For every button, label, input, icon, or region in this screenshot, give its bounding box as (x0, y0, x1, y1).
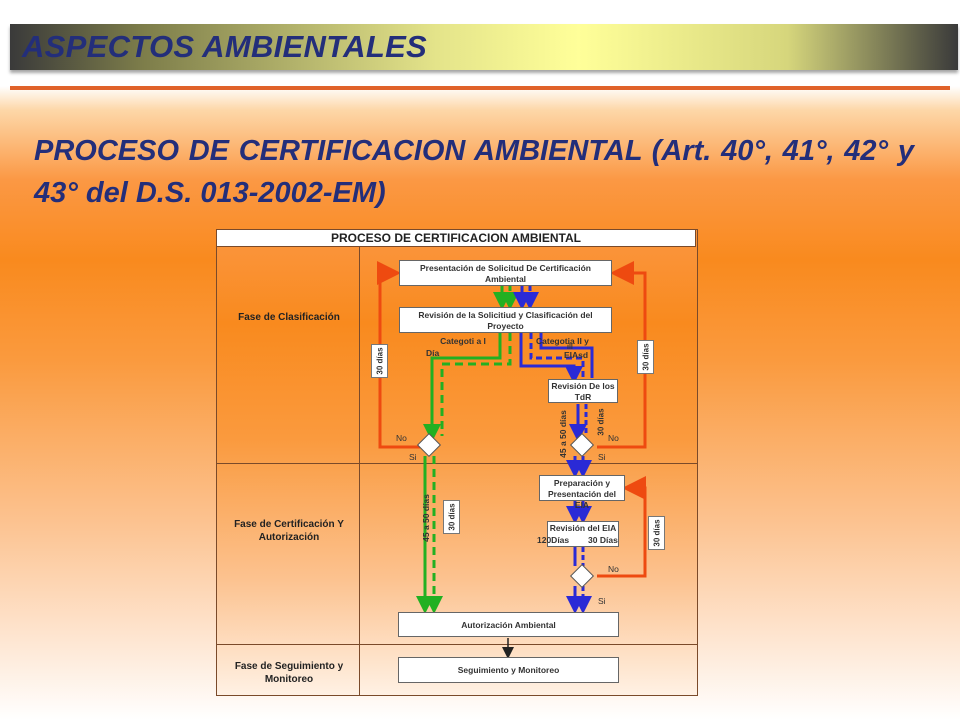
tag-30-dias: 30 días (371, 344, 388, 378)
label-ill: ill (567, 344, 573, 351)
label-si: Si (598, 596, 606, 606)
box-revision-eia: Revisión del EIA (547, 521, 619, 547)
box-seguimiento: Seguimiento y Monitoreo (398, 657, 619, 683)
tag-30-dias: 30 días (596, 408, 605, 436)
revision-eia-days: 120Días 30 Días (537, 535, 618, 545)
diagram-title: PROCESO DE CERTIFICACION AMBIENTAL (216, 229, 696, 247)
label-no: No (396, 433, 407, 443)
phase-seguimiento: Fase de Seguimiento y Monitoreo (234, 661, 344, 685)
tag-30-dias: 30 días (648, 516, 665, 550)
label-45-50-dias: 45 a 50 días (558, 410, 568, 458)
box-autorizacion: Autorización Ambiental (398, 612, 619, 637)
page-title: ASPECTOS AMBIENTALES (22, 29, 428, 64)
label-si: Si (409, 452, 417, 462)
phase-column-divider (359, 247, 360, 695)
label-categoria-i: Categoti a I (440, 336, 486, 346)
label-dia: Día (426, 348, 440, 358)
box-presentacion-solicitud: Presentación de Solicitud De Certificaci… (399, 260, 612, 286)
slide-subtitle: PROCESO DE CERTIFICACION AMBIENTAL (Art.… (34, 135, 914, 209)
title-bar: ASPECTOS AMBIENTALES (10, 24, 958, 70)
revision-eia-title: Revisión del EIA (549, 523, 617, 533)
phase-divider (216, 644, 697, 645)
label-no: No (608, 564, 619, 574)
box-preparacion-eia: Preparación y Presentación del EIA (539, 475, 625, 510)
tag-30-dias: 30 días (443, 500, 460, 534)
label-no: No (608, 433, 619, 443)
label-45-50-dias: 45 a 50 días (421, 494, 431, 542)
label-categoria-ii: Categotia II y (536, 336, 589, 346)
divider-rule (10, 86, 950, 90)
phase-certificacion: Fase de Certificación Y Autorización (234, 519, 344, 543)
tag-30-dias: 30 días (637, 340, 654, 374)
label-si: Si (598, 452, 606, 462)
box-revision-solicitud: Revisión de la Solicitiud y Clasificació… (399, 307, 612, 333)
phase-clasificacion: Fase de Clasificación (238, 312, 340, 323)
phase-divider (216, 463, 697, 464)
label-eiasd: EIAsd (564, 350, 589, 360)
box-revision-tdr: Revisión De los TdR (548, 379, 618, 403)
